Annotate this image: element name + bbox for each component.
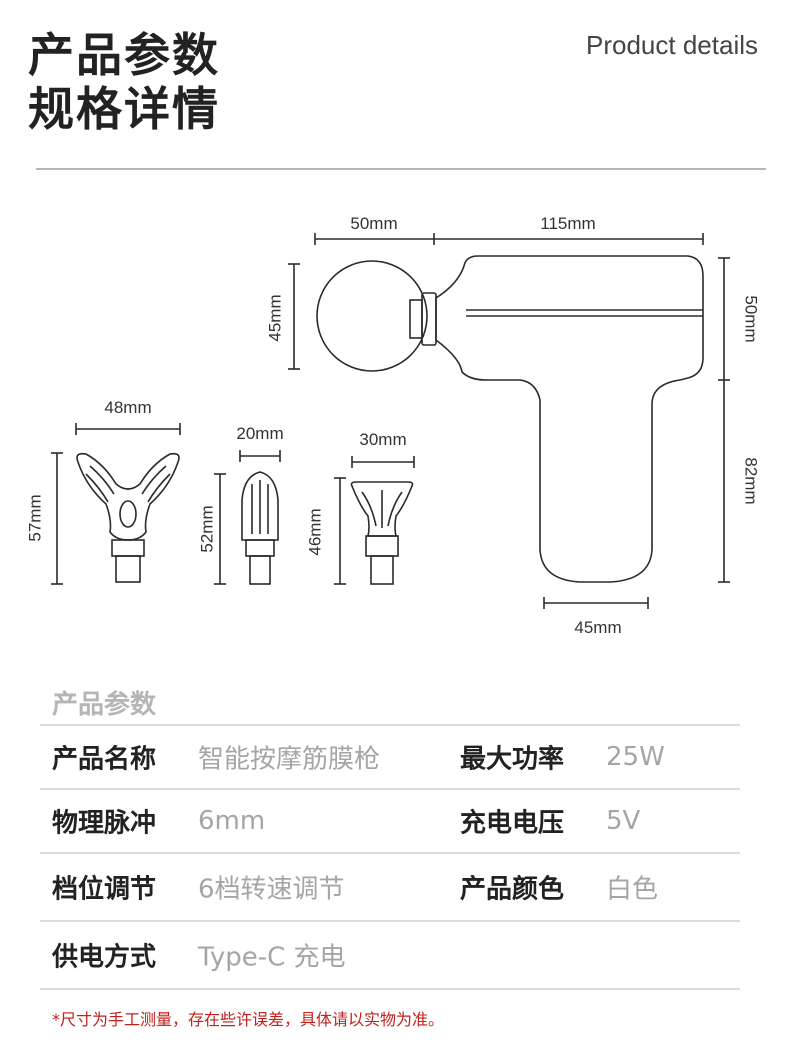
spec-value: 6档转速调节 [198,874,345,905]
dim-bullet-height: 52mm [197,505,216,552]
dim-flat-width: 30mm [359,430,406,449]
right-dimension-lines [718,257,730,583]
title-line-2: 规格详情 [28,82,220,136]
measurement-note: *尺寸为手工测量，存在些许误差，具体请以实物为准。 [52,1010,445,1029]
spec-key: 档位调节 [52,874,157,905]
spec-key: 产品名称 [52,744,157,775]
dim-body-length: 115mm [540,214,595,233]
flat-head-attachment [334,456,415,585]
dim-handle-width: 45mm [574,618,621,637]
spec-value: 25W [606,742,665,772]
spec-value: 白色 [606,874,659,905]
spec-key: 最大功率 [460,744,565,775]
table-row: 供电方式 Type-C 充电 [40,922,740,988]
handle-width-line [543,597,649,609]
spec-value: Type-C 充电 [198,942,346,973]
dim-fork-width: 48mm [104,398,151,417]
spec-section-heading: 产品参数 [52,690,157,720]
dim-body-height: 50mm [742,295,761,342]
dim-handle-height: 82mm [742,457,761,504]
table-divider [40,988,740,990]
head-neck [409,299,423,339]
dim-bullet-width: 20mm [236,424,283,443]
table-row: 档位调节 6档转速调节 产品颜色 白色 [40,854,740,920]
table-divider [40,788,740,790]
spec-key: 产品颜色 [460,874,565,905]
spec-value: 6mm [198,806,266,836]
dim-head-width: 50mm [350,214,397,233]
table-row: 物理脉冲 6mm 充电电压 5V [40,790,740,852]
ball-head [316,260,428,372]
header-divider [36,168,766,170]
top-dimension-lines [314,233,704,245]
table-divider [40,724,740,726]
spec-key: 供电方式 [52,942,157,973]
dim-head-height: 45mm [265,294,284,341]
gun-body [435,255,704,583]
table-row: 产品名称 智能按摩筋膜枪 最大功率 25W [40,726,740,788]
spec-value: 智能按摩筋膜枪 [198,744,381,775]
bullet-head-attachment [214,450,281,585]
spec-key: 充电电压 [460,808,565,839]
page-subtitle: Product details [586,30,758,60]
spec-key: 物理脉冲 [52,808,157,839]
dim-fork-height: 57mm [25,494,44,541]
spec-table: 产品名称 智能按摩筋膜枪 最大功率 25W 物理脉冲 6mm 充电电压 5V 档… [40,724,740,990]
product-dimension-diagram: 50mm 115mm 45mm 50mm 82mm 45mm 48mm 57mm… [25,214,761,637]
table-divider [40,920,740,922]
fork-head-attachment [51,423,181,585]
dim-flat-height: 46mm [305,508,324,555]
massage-gun-illustration [316,255,704,583]
spec-value: 5V [606,806,641,836]
title-line-1: 产品参数 [28,28,220,82]
page-title: 产品参数 规格详情 [28,28,220,136]
table-divider [40,852,740,854]
head-height-line [288,263,300,370]
